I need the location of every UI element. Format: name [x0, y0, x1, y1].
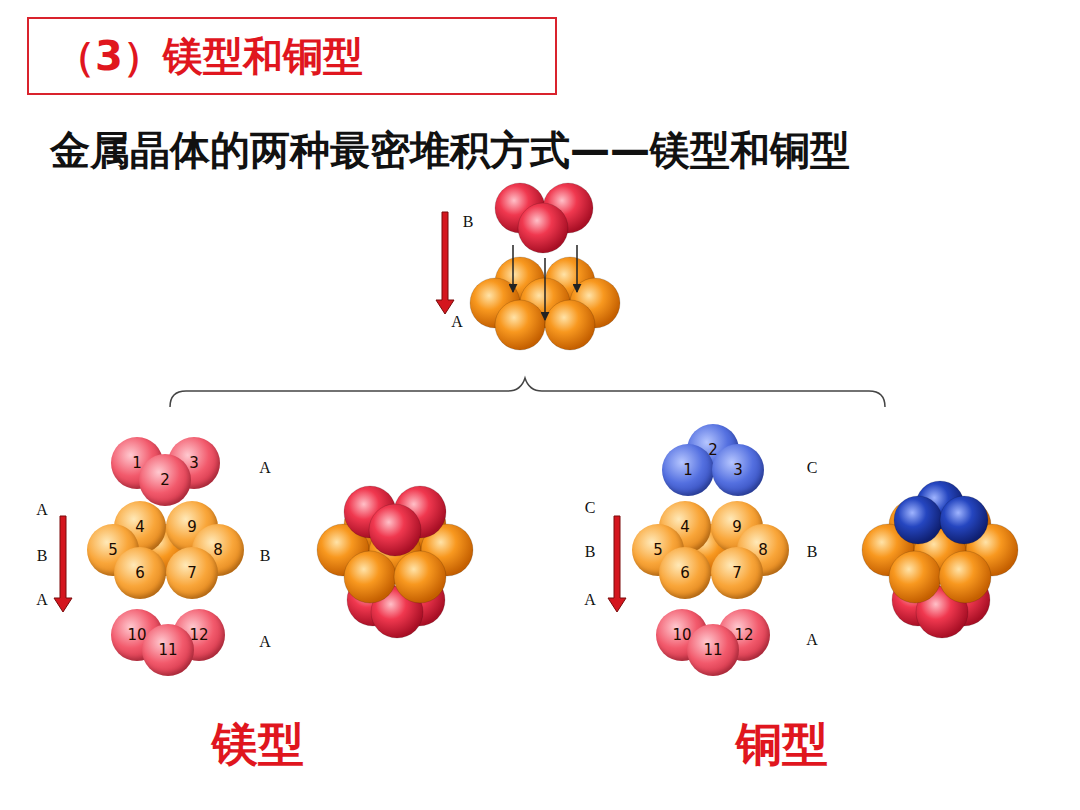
atom-sphere	[939, 551, 991, 603]
callout-number: 3	[189, 454, 199, 472]
callout-number: 9	[187, 518, 197, 536]
atom-sphere	[344, 551, 396, 603]
layer-letter: B	[463, 213, 474, 231]
sphere-callout: 3	[712, 444, 764, 496]
stacking-arrow	[436, 212, 454, 314]
stacking-arrow	[608, 516, 626, 612]
brace	[170, 378, 885, 407]
sphere-callout: 7	[166, 547, 218, 599]
callout-number: 6	[135, 564, 145, 582]
callout-number: 9	[732, 518, 742, 536]
title-box: （3）镁型和铜型	[27, 17, 557, 95]
stacking-arrow	[54, 516, 72, 612]
sphere-callout: 1	[662, 444, 714, 496]
heading: 金属晶体的两种最密堆积方式——镁型和铜型	[50, 123, 850, 178]
sphere-callout: 11	[142, 624, 194, 676]
callout-number: 5	[653, 541, 663, 559]
layer-letter: A	[806, 631, 818, 649]
sphere-callout: 6	[114, 547, 166, 599]
atom-sphere	[369, 504, 421, 556]
sphere-callout: 11	[687, 624, 739, 676]
sphere-callout: 7	[711, 547, 763, 599]
callout-number: 4	[135, 518, 145, 536]
structure-caption: 镁型	[212, 714, 304, 776]
callout-number: 2	[160, 471, 170, 489]
atom-sphere	[894, 496, 942, 544]
layer-letter: A	[259, 633, 271, 651]
title-text: （3）镁型和铜型	[55, 29, 363, 84]
callout-number: 7	[732, 564, 742, 582]
callout-number: 4	[680, 518, 690, 536]
atom-sphere	[940, 496, 988, 544]
callout-number: 3	[733, 461, 743, 479]
callout-number: 8	[758, 541, 768, 559]
atom-sphere	[518, 203, 568, 253]
layer-letter: A	[259, 459, 271, 477]
layer-letter: A	[584, 591, 596, 609]
atom-sphere	[495, 300, 545, 350]
drop-arrow	[544, 258, 546, 320]
layer-letter: B	[37, 547, 48, 565]
callout-number: 8	[213, 541, 223, 559]
layer-letter: A	[451, 313, 463, 331]
callout-number: 7	[187, 564, 197, 582]
callout-number: 11	[703, 641, 722, 659]
layer-letter: C	[585, 499, 596, 517]
layer-letter: B	[585, 543, 596, 561]
drop-arrow	[576, 245, 578, 292]
callout-number: 11	[158, 641, 177, 659]
layer-letter: A	[36, 501, 48, 519]
layer-letter: A	[36, 591, 48, 609]
layer-letter: C	[807, 459, 818, 477]
callout-number: 1	[683, 461, 693, 479]
layer-letter: B	[260, 547, 271, 565]
sphere-callout: 2	[139, 454, 191, 506]
callout-number: 5	[108, 541, 118, 559]
atom-sphere	[889, 551, 941, 603]
callout-number: 6	[680, 564, 690, 582]
atom-sphere	[545, 300, 595, 350]
structure-caption: 铜型	[736, 714, 828, 776]
sphere-callout: 6	[659, 547, 711, 599]
layer-letter: B	[807, 543, 818, 561]
atom-sphere	[394, 551, 446, 603]
drop-arrow	[512, 245, 514, 292]
